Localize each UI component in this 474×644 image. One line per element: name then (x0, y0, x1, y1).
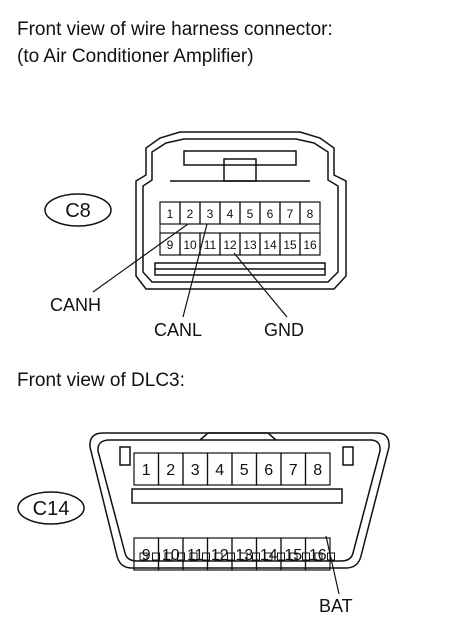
c14-tooth (227, 552, 235, 561)
c8-pin-13: 13 (243, 238, 257, 252)
c8-pin-5: 5 (247, 207, 254, 221)
c14-tooth (139, 552, 148, 561)
c14-tooth (214, 552, 223, 561)
caption-amplifier: (to Air Conditioner Amplifier) (17, 46, 254, 67)
c8-lock-key (223, 158, 257, 182)
c14-pin-14: 14 (260, 547, 278, 564)
c14-pin-12: 12 (211, 547, 229, 564)
c14-tooth (202, 552, 210, 561)
c8-connector (135, 131, 347, 290)
c8-pin-9: 9 (167, 238, 174, 252)
c8-pin-4: 4 (227, 207, 234, 221)
c8-pin-3: 3 (207, 207, 214, 221)
c8-pin-11: 11 (204, 238, 217, 252)
c8-pin-6: 6 (267, 207, 274, 221)
c14-pin-5: 5 (240, 462, 249, 479)
c8-pin-14: 14 (263, 238, 277, 252)
c14-top-key (199, 432, 277, 441)
c8-lock-tab (183, 150, 297, 166)
c14-tooth (177, 552, 185, 561)
c8-pin-1: 1 (167, 207, 174, 221)
c14-center-divider (131, 488, 343, 504)
c14-pin-16: 16 (309, 547, 327, 564)
c8-tag-oval (44, 193, 112, 227)
c8-row-divider (159, 223, 321, 234)
c14-outer-housing (89, 432, 390, 569)
c14-pin-13: 13 (235, 547, 253, 564)
c14-right-slot (342, 446, 354, 466)
canh-leader (92, 223, 189, 293)
canl-label: CANL (154, 320, 202, 340)
c14-tag: C14 (33, 498, 70, 520)
c14-pin-2: 2 (166, 462, 175, 479)
c8-pin-2: 2 (187, 207, 194, 221)
c8-pin-12: 12 (223, 238, 237, 252)
c8-outer-housing (135, 131, 347, 290)
c14-pin-15: 15 (284, 547, 302, 564)
c14-tooth (277, 552, 285, 561)
c8-inner-housing (142, 138, 339, 283)
c14-tooth (152, 552, 160, 561)
caption-dlc3: Front view of DLC3: (17, 370, 185, 391)
c14-tooth (302, 552, 310, 561)
c14-tooth (264, 552, 273, 561)
c14-tooth (164, 552, 173, 561)
c14-tooth (314, 552, 323, 561)
caption-harness-connector: Front view of wire harness connector: (17, 19, 333, 40)
c14-pin-6: 6 (264, 462, 273, 479)
c14-pin-8: 8 (313, 462, 322, 479)
c14-tooth (252, 552, 260, 561)
c14-tag-oval (17, 491, 85, 525)
bat-leader (325, 535, 340, 595)
c8-pin-15: 15 (283, 238, 297, 252)
c8-pin-8: 8 (307, 207, 314, 221)
gnd-label: GND (264, 320, 304, 340)
c8-leaders (92, 223, 288, 318)
c14-connector (89, 432, 390, 569)
c14-left-slot (119, 446, 131, 466)
c14-tooth (189, 552, 198, 561)
c14-pin-1: 1 (142, 462, 151, 479)
c8-tag: C8 (65, 200, 91, 222)
c8-pin-10: 10 (183, 238, 197, 252)
gnd-leader (233, 252, 288, 318)
c14-pin-4: 4 (215, 462, 224, 479)
canl-leader (182, 223, 208, 318)
c8-pin-7: 7 (287, 207, 294, 221)
c14-pin-3: 3 (191, 462, 200, 479)
canh-label: CANH (50, 295, 101, 315)
bat-label: BAT (319, 596, 353, 616)
c14-inner-housing (97, 439, 381, 562)
c14-pin-cell (304, 452, 331, 486)
c14-pin-9: 9 (142, 547, 151, 564)
c14-teeth (139, 552, 335, 561)
c14-pin-11: 11 (187, 547, 204, 564)
c14-pin-7: 7 (289, 462, 298, 479)
c8-pin-16: 16 (303, 238, 317, 252)
c14-tooth (289, 552, 298, 561)
c14-tooth (239, 552, 248, 561)
